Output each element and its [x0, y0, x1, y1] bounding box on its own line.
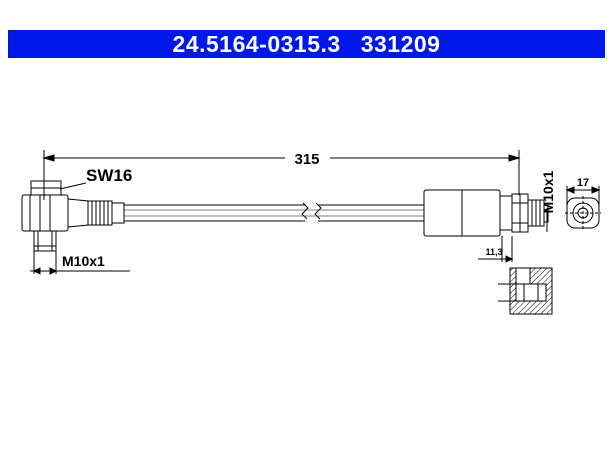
title-bar: 24.5164-0315.3 331209: [8, 30, 605, 58]
left-fitting: [21, 180, 125, 252]
right-fitting: [423, 189, 549, 237]
hose: [124, 202, 424, 222]
thread-left-label: M10x1: [62, 253, 105, 269]
end-diameter-label: 17: [577, 177, 589, 189]
length-dimension: [42, 150, 521, 200]
end-view: [565, 186, 601, 230]
wrench-size-label: SW16: [86, 166, 132, 185]
wrench-leader: [59, 182, 87, 190]
section-detail: [498, 267, 553, 315]
thread-right-label: M10x1: [540, 170, 556, 213]
length-label: 315: [294, 151, 319, 168]
article-number: 24.5164-0315.3: [172, 30, 341, 57]
reference-number: 331209: [360, 30, 441, 57]
thread-left-dimension: [30, 251, 130, 275]
offset-dimension: [478, 236, 514, 263]
offset-label: 11,3: [485, 247, 502, 257]
